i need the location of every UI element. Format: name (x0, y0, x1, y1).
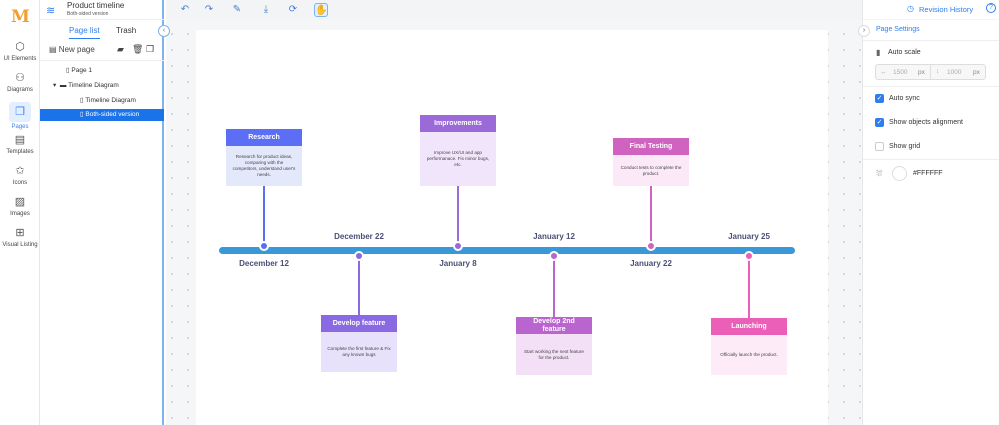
paint-bucket-icon: ⛆ (876, 169, 883, 178)
rail-label: Diagrams (7, 87, 33, 93)
templates-icon: ▤ (14, 134, 26, 146)
project-title: Product timeline (67, 1, 125, 10)
divider (863, 40, 999, 41)
auto-sync-label: Auto sync (889, 95, 920, 102)
undo-icon[interactable]: ↶ (180, 4, 190, 15)
height-icon: ↕ (936, 68, 940, 75)
page-settings-title: Page Settings (876, 26, 920, 33)
rail-label: Pages (11, 124, 29, 130)
duplicate-icon[interactable]: ❐ (146, 44, 155, 54)
toolbar: ↶ ↷ ✎ ⤓ ⟳ ✋ (166, 0, 862, 20)
height-input[interactable]: 1000 (947, 69, 962, 76)
color-swatch[interactable] (892, 166, 907, 181)
rail-item-images[interactable]: ▨ Images (0, 195, 40, 217)
width-unit: px (918, 69, 925, 76)
tree-item-timeline-diagram[interactable]: ▯ Timeline Diagram (80, 97, 136, 104)
tree-folder-timeline[interactable]: ▾ ▬ Timeline Diagram (40, 80, 164, 92)
auto-sync-checkbox[interactable]: ✓ (875, 94, 884, 103)
new-page-button[interactable]: ▤ New page (49, 45, 95, 54)
width-icon: ↔ (880, 69, 887, 76)
divider (863, 19, 999, 20)
pages-icon: ❐ (9, 102, 31, 122)
collapse-panel-button[interactable]: ‹ (158, 25, 170, 37)
page-artboard (196, 30, 828, 425)
new-folder-icon[interactable]: ▰ (117, 44, 124, 54)
image-icon: ▨ (14, 196, 26, 208)
trash-icon[interactable]: 🗑 (132, 44, 144, 54)
page-settings-panel: › ◷ Revision History ? Page Settings ▮ A… (858, 0, 999, 425)
divider (863, 159, 999, 160)
tree-label: Both-sided version (85, 111, 140, 118)
alignment-checkbox[interactable]: ✓ (875, 118, 884, 127)
cube-icon: ⬡ (15, 41, 25, 53)
grid-icon: ⊞ (15, 227, 25, 239)
hand-icon[interactable]: ✋ (314, 3, 328, 17)
rail-item-pages[interactable]: ❐ Pages (0, 102, 40, 130)
new-page-label: New page (58, 45, 95, 54)
bg-color-value: #FFFFFF (913, 170, 943, 177)
pages-panel: ≋ Product timeline Both-sided version Pa… (40, 0, 164, 425)
rail-label: Images (10, 211, 30, 217)
help-icon[interactable]: ? (986, 3, 996, 13)
tree-label: Page 1 (71, 67, 92, 74)
divider (40, 19, 164, 20)
rail-label: Icons (12, 180, 28, 186)
tree-label: Timeline Diagram (68, 82, 119, 89)
height-unit: px (973, 69, 980, 76)
divider (930, 65, 931, 79)
divider (40, 60, 164, 61)
rail-item-icons[interactable]: ✩ Icons (0, 164, 40, 186)
diagram-icon: ⚇ (15, 72, 25, 84)
rail-item-ui-elements[interactable]: ⬡ UI Elements (0, 40, 40, 62)
grid-label: Show grid (889, 143, 921, 150)
folder-icon: ▬ (59, 82, 67, 89)
rail-item-diagrams[interactable]: ⚇ Diagrams (0, 71, 40, 93)
size-inputs: ↔ 1500 px ↕ 1000 px (875, 64, 986, 80)
rail-item-visual-listing[interactable]: ⊞ Visual Listing (0, 226, 40, 248)
rail-item-templates[interactable]: ▤ Templates (0, 133, 40, 155)
tree-item-page-1[interactable]: ▯ Page 1 (66, 67, 92, 74)
star-icon: ✩ (15, 165, 25, 177)
rail-label: Visual Listing (2, 242, 38, 248)
alignment-label: Show objects alignment (889, 119, 963, 126)
pen-icon[interactable]: ✎ (232, 4, 242, 15)
new-page-icon: ▤ (49, 45, 57, 54)
auto-scale-label: Auto scale (888, 49, 921, 56)
redo-icon[interactable]: ↷ (204, 4, 214, 15)
expand-panel-button[interactable]: › (858, 25, 870, 37)
tree-label: Timeline Diagram (85, 97, 136, 104)
left-rail: M ⬡ UI Elements ⚇ Diagrams ❐ Pages ▤ Templates ✩… (0, 0, 40, 425)
rail-label: Templates (6, 149, 34, 155)
grid-checkbox[interactable] (875, 142, 884, 151)
layers-icon: ≋ (46, 5, 56, 17)
tab-page-list[interactable]: Page list (69, 26, 100, 39)
download-icon[interactable]: ⤓ (263, 4, 269, 15)
project-subtitle: Both-sided version (67, 11, 109, 17)
tab-trash[interactable]: Trash (116, 26, 137, 35)
revision-history-link[interactable]: Revision History (919, 5, 974, 14)
width-input[interactable]: 1500 (893, 69, 908, 76)
tree-item-both-sided[interactable]: ▯ Both-sided version (40, 109, 164, 121)
divider (863, 86, 999, 87)
page-icon: ▮ (876, 48, 881, 57)
caret-down-icon[interactable]: ▾ (53, 82, 57, 89)
refresh-icon[interactable]: ⟳ (288, 4, 298, 15)
app-logo[interactable]: M (11, 7, 30, 27)
rail-label: UI Elements (3, 56, 37, 62)
clock-icon: ◷ (907, 4, 914, 13)
